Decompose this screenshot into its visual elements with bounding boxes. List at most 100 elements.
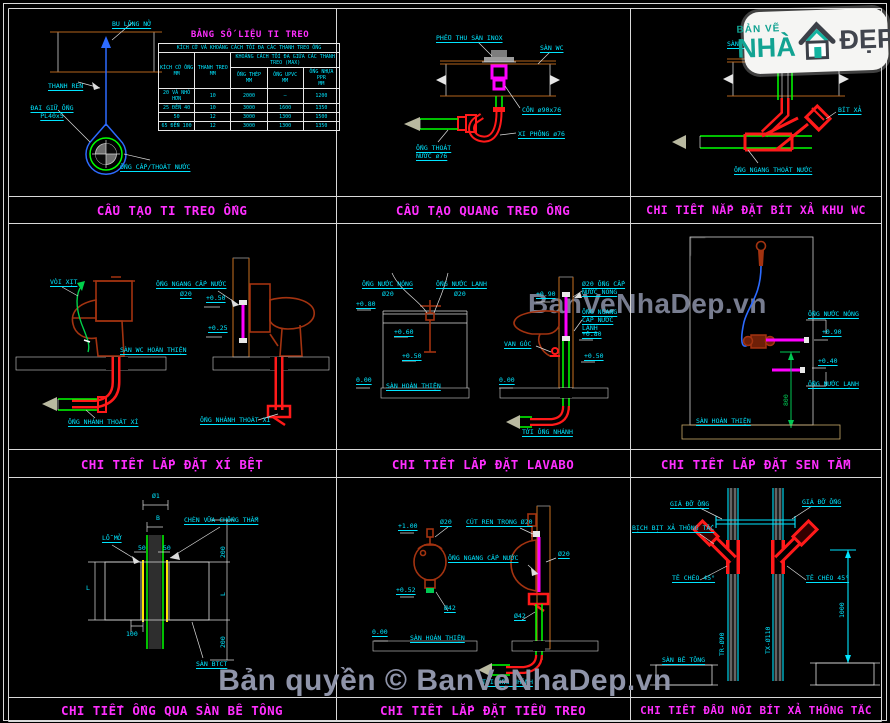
panel-dau-noi: GIÁ ĐỠ ỐNG GIÁ ĐỠ ỐNG BỊCH BỊT XẢ THÔNG … bbox=[630, 478, 882, 698]
label-elev-050: +0.50 bbox=[206, 294, 226, 302]
drawing-sen-tam bbox=[681, 236, 841, 440]
label-dim-800: 800 bbox=[782, 394, 790, 406]
label-bich-bit-xa: BỊCH BỊT XẢ THÔNG TẮC bbox=[632, 524, 715, 532]
title-quang-treo: CẤU TẠO QUANG TREO ỐNG bbox=[395, 202, 571, 218]
sheet-grid-lines bbox=[3, 3, 887, 722]
label-dim-d1: Ø1 bbox=[152, 492, 160, 500]
label-cut-ren: CÚT REN TRONG Ø20 bbox=[466, 518, 533, 526]
drawing-tieu-treo bbox=[372, 505, 599, 677]
label-dai-giu-ong: ĐAI GIỮ ỐNG PL40x5 bbox=[30, 104, 74, 121]
label-r-elev-090: +0.90 bbox=[536, 290, 556, 298]
label-d42a: Ø42 bbox=[444, 604, 456, 612]
label-pheu-thu-san: PHỄU THU SÀN INOX bbox=[436, 34, 503, 42]
label-dim-50a: 50 bbox=[138, 544, 146, 552]
label-san-hoan-thien: SÀN HOÀN THIỆN bbox=[386, 382, 441, 390]
cell: 1500 bbox=[302, 112, 341, 122]
title-dau-noi: CHI TIẾT ĐẤU NỐI BÍT XẢ THÔNG TẮC bbox=[640, 703, 872, 717]
label-san-wc-hoan-thien: SÀN WC HOÀN THIỆN bbox=[120, 346, 187, 354]
label-elev-080: +0.80 bbox=[356, 300, 376, 308]
label-dim-1000: 1000 bbox=[838, 602, 846, 618]
col-header-upvc: ỐNG UPVC MM bbox=[266, 67, 304, 89]
label-dim-50b: 50 bbox=[163, 544, 171, 552]
label-lo-mo: LỖ MỞ bbox=[102, 534, 122, 542]
label-con-9076: CÔN ø90x76 bbox=[522, 106, 562, 114]
label-thanh-ren: THANH REN bbox=[48, 82, 84, 90]
panel-sen-tam: ỐNG NƯỚC NÓNG +0.90 +0.40 ỐNG NƯỚC LẠNH … bbox=[630, 224, 882, 450]
panel-qua-san: Ø1 B LỖ MỞ CHÈN VỮA CHỐNG THẤM 50 50 200… bbox=[8, 478, 336, 698]
title-tieu-treo: CHI TIẾT LẮP ĐẶT TIỂU TREO bbox=[379, 702, 587, 718]
label-ong-thoat-nuoc: ỐNG THOÁT NƯỚC ø76 bbox=[416, 144, 452, 161]
label-xi-phong: XI PHÔNG ø76 bbox=[518, 130, 565, 138]
panel-tieu-treo: +1.00 Ø20 CÚT REN TRONG Ø20 ỐNG NGANG CẤ… bbox=[336, 478, 630, 698]
house-icon bbox=[797, 19, 838, 62]
label-elev-000: 0.00 bbox=[356, 376, 372, 384]
label-dim-200b: 200 bbox=[219, 636, 227, 648]
table-row: 50 12 3000 1300 1500 bbox=[157, 112, 341, 122]
title-ti-treo: CẤU TẠO TI TREO ỐNG bbox=[96, 202, 248, 218]
label-nong-dk: Ø20 bbox=[382, 290, 394, 298]
cell: 1600 bbox=[266, 103, 304, 113]
col-header-size: KÍCH CỠ ỐNG MM bbox=[157, 52, 196, 89]
logo-dep-text: ĐẸP bbox=[838, 22, 890, 55]
label-pipe-tx: TX-Ø110 bbox=[764, 626, 772, 654]
cell: 10 bbox=[194, 88, 232, 104]
panel-ti-treo: BU LÔNG NỞ THANH REN ĐAI GIỮ ỐNG PL40x5 … bbox=[8, 8, 341, 196]
label-toi-ong-nhanh: TỚI ỐNG NHÁNH bbox=[482, 678, 533, 686]
ti-treo-data-table: BẢNG SỐ LIỆU TI TREO KÍCH CỠ VÀ KHOẢNG C… bbox=[157, 30, 342, 131]
label-san-wc: SÀN WC bbox=[540, 44, 564, 52]
label-san-hoan-thien: SÀN HOÀN THIỆN bbox=[696, 417, 751, 425]
cell: 3000 bbox=[230, 121, 268, 131]
label-te-cheo-trai: TÊ CHÉO 45° bbox=[672, 574, 716, 582]
label-cap-nuoc-lanh: ỐNG NGANG CẤP NƯỚC LẠNH bbox=[582, 308, 618, 333]
label-san-btct: SÀN BTCT bbox=[196, 660, 228, 668]
label-san-hoan-thien: SÀN HOÀN THIỆN bbox=[410, 634, 465, 642]
label-elev-025: +0.25 bbox=[208, 324, 228, 332]
col-header-group: KHOẢNG CÁCH TỐI ĐA GIỮA CÁC THANH TREO (… bbox=[230, 52, 340, 68]
panel-xi-bet: VÒI XỊT SÀN WC HOÀN THIỆN ỐNG NHÁNH THOÁ… bbox=[8, 224, 336, 450]
label-ong-nhanh-thoat-xi-trai: ỐNG NHÁNH THOÁT XÍ bbox=[68, 418, 139, 426]
label-dim-l-left: L bbox=[86, 584, 90, 592]
title-bit-xa: CHI TIẾT NẮP ĐẶT BÍT XẢ KHU WC bbox=[646, 203, 866, 217]
drawing-quang-treo bbox=[404, 41, 560, 143]
label-chen-vua: CHÈN VỮA CHỐNG THẤM bbox=[184, 516, 259, 524]
table-row: 25 ĐẾN 40 10 3000 1600 1350 bbox=[157, 103, 341, 113]
label-ong-ngang-thoat: ỐNG NGANG THOÁT NƯỚC bbox=[734, 166, 813, 174]
label-dim-l-right: L bbox=[219, 592, 227, 596]
logo-nha-text: NHÀ bbox=[736, 31, 797, 64]
label-elev-050: +0.50 bbox=[402, 352, 422, 360]
label-ong-ngang-cap: ỐNG NGANG CẤP NƯỚC bbox=[448, 554, 519, 562]
label-ong-nuoc-nong: ỐNG NƯỚC NÓNG bbox=[362, 280, 413, 288]
label-te-cheo-phai: TÊ CHÉO 45° bbox=[806, 574, 850, 582]
label-bu-long-no: BU LÔNG NỞ bbox=[112, 20, 152, 28]
drawing-qua-san bbox=[88, 500, 234, 661]
title-qua-san: CHI TIẾT ỐNG QUA SÀN BÊ TÔNG bbox=[61, 702, 283, 718]
cell: 25 ĐẾN 40 bbox=[157, 103, 196, 113]
copyright-text: Bản quyền © BanVeNhaDep.vn bbox=[218, 664, 672, 697]
label-elev-052: +0.52 bbox=[396, 586, 416, 594]
title-lavabo: CHI TIẾT LẮP ĐẶT LAVABO bbox=[391, 456, 575, 472]
label-ong-nuoc-nong: ỐNG NƯỚC NÓNG bbox=[808, 310, 859, 318]
cell: 2000 bbox=[230, 88, 268, 104]
label-van-goc: VAN GÓC bbox=[504, 340, 532, 348]
label-r-elev-050: +0.50 bbox=[584, 352, 604, 360]
label-san-be-tong: SÀN BÊ TÔNG bbox=[662, 656, 706, 664]
cell: 1350 bbox=[302, 103, 341, 113]
site-logo: BẢN VẼ NHÀ ĐẸP bbox=[736, 7, 890, 75]
cell: 1300 bbox=[266, 121, 304, 131]
label-bit-xa: BÍT XẢ bbox=[838, 106, 862, 114]
label-voi-xit: VÒI XỊT bbox=[50, 278, 78, 286]
label-cap-nuoc-nong: Ø20 ỐNG CẤP NƯỚC NÓNG bbox=[582, 280, 626, 297]
panel-quang-treo: PHỄU THU SÀN INOX SÀN WC CÔN ø90x76 XI P… bbox=[336, 8, 630, 196]
label-gia-do-ong-phai: GIÁ ĐỠ ỐNG bbox=[802, 498, 842, 506]
label-d20a: Ø20 bbox=[440, 518, 452, 526]
label-elev-040: +0.40 bbox=[818, 357, 838, 365]
cell: 3000 bbox=[230, 112, 268, 122]
cell: 3000 bbox=[230, 103, 268, 113]
table-row: 65 ĐẾN 100 12 3000 1300 1350 bbox=[157, 121, 341, 131]
drawing-ti-treo bbox=[50, 21, 162, 176]
table-row: 20 VÀ NHỎ HƠN 10 2000 – 1200 bbox=[157, 88, 341, 104]
cell: 50 bbox=[157, 112, 196, 122]
label-elev-090: +0.90 bbox=[822, 328, 842, 336]
cell: 12 bbox=[194, 121, 232, 131]
